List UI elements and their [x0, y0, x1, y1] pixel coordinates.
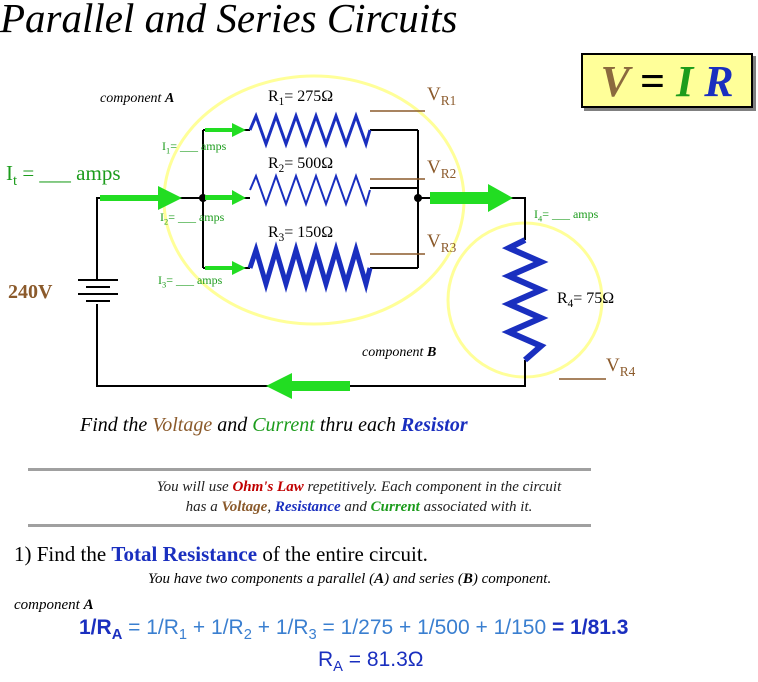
formula-eq: =	[640, 57, 666, 106]
resistor-r1	[248, 111, 372, 149]
source-voltage: 240V	[8, 281, 53, 303]
junction-right	[414, 194, 422, 202]
total-current-label: It = ___ amps	[6, 161, 121, 190]
note-line-1: You will use Ohm's Law repetitively. Eac…	[156, 479, 562, 495]
arrow-i3	[205, 261, 246, 275]
i1-label: I1= ___ amps	[162, 139, 227, 156]
r4-label: R4= 75Ω	[557, 290, 615, 311]
vr3-label: VR3	[427, 231, 457, 255]
battery-symbol	[78, 279, 118, 302]
component-a-label: component A	[100, 91, 175, 106]
arrow-return	[266, 373, 350, 399]
formula-r: R	[704, 57, 734, 106]
r1-label: R1= 275Ω	[268, 88, 334, 109]
ohms-law-formula: V = I R	[581, 53, 753, 108]
current-arrows	[100, 123, 513, 399]
r2-label: R2= 500Ω	[268, 155, 334, 176]
vr4-label: VR4	[606, 355, 636, 379]
resistor-r3	[247, 241, 373, 294]
divider-top	[28, 468, 591, 471]
formula-i: I	[676, 57, 694, 106]
resistor-r4	[501, 237, 549, 363]
find-instruction: Find the Voltage and Current thru each R…	[80, 414, 468, 436]
arrow-series	[430, 184, 513, 212]
voltage-pointer-lines	[370, 110, 606, 380]
parallel-resistance-equation: 1/RA = 1/R1 + 1/R2 + 1/R3 = 1/275 + 1/50…	[79, 616, 629, 644]
note-line-2: has a Voltage, Resistance and Current as…	[185, 499, 533, 515]
i4-label: I4= ___ amps	[534, 207, 599, 224]
resistor-r2	[249, 173, 371, 208]
vr2-label: VR2	[427, 157, 457, 181]
divider-bottom	[28, 524, 591, 527]
page-title: Parallel and Series Circuits	[0, 0, 458, 41]
i3-label: I3= ___ amps	[158, 273, 223, 290]
component-a-heading: component A	[14, 597, 94, 613]
vr1-label: VR1	[427, 84, 457, 108]
step1-heading: 1) Find the Total Resistance of the enti…	[14, 542, 428, 566]
r3-label: R3= 150Ω	[268, 224, 334, 245]
arrow-i1	[205, 123, 246, 137]
ra-result: RA = 81.3Ω	[318, 648, 424, 676]
formula-v: V	[600, 57, 629, 106]
component-b-label: component B	[362, 345, 437, 360]
arrow-it	[100, 186, 182, 210]
step1-subtext: You have two components a parallel (A) a…	[148, 571, 552, 587]
arrow-i2	[205, 190, 246, 205]
i2-label: I2= ___ amps	[160, 210, 225, 227]
